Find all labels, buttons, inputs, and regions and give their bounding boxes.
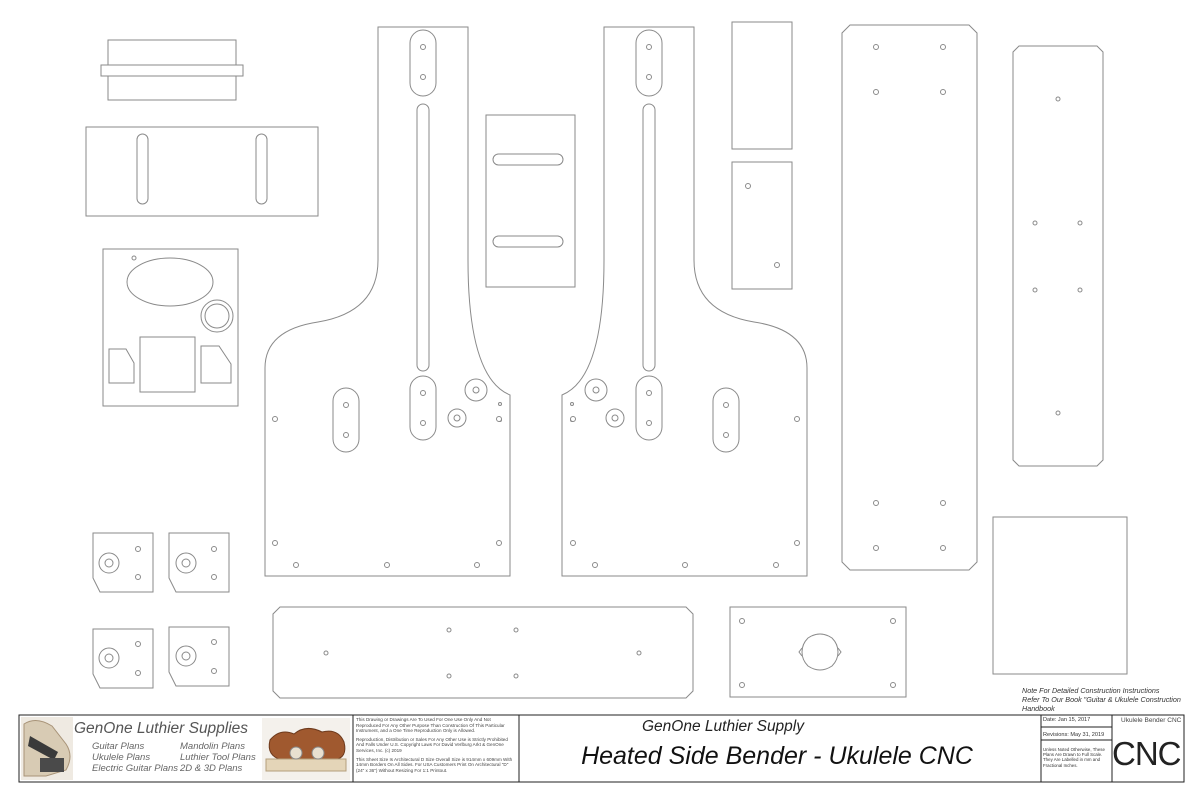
brand-plan-item: Mandolin Plans [180, 741, 245, 752]
drawing-code-label: Ukulele Bender CNC [1121, 717, 1182, 724]
top-bar-part [100, 39, 244, 101]
bender-photo-right [262, 718, 350, 780]
construction-note-line-2: Refer To Our Book "Guitar & Ukulele Cons… [1022, 695, 1181, 704]
bottom-long-plate-part [272, 606, 694, 699]
brand-plan-list-2: Mandolin Plans Luthier Tool Plans 2D & 3… [180, 741, 256, 775]
brand-plan-item: Ukulele Plans [92, 752, 151, 764]
legal-paragraph-3: This Sheet Size Is Architectural D Size … [356, 756, 513, 773]
brand-plan-item: Electric Guitar Plans [92, 763, 179, 775]
slotted-plate-part [85, 126, 319, 217]
long-rail-part [841, 24, 978, 571]
middle-slotted-block-part [485, 114, 576, 288]
control-panel-part [102, 248, 239, 407]
bracket-part-3 [92, 628, 154, 689]
small-block-part-2 [731, 161, 793, 290]
brand-plan-item: Luthier Tool Plans [180, 752, 256, 764]
narrow-rail-part [1012, 45, 1104, 467]
square-plate-part [992, 516, 1128, 675]
cutout-plate-part [729, 606, 907, 698]
bender-photo-left [21, 717, 73, 780]
drawing-date: Date: Jan 15, 2017 [1043, 717, 1091, 723]
right-side-plate-part [561, 26, 808, 577]
brand-block: GenOne Luthier Supplies Guitar Plans Uku… [28, 719, 358, 779]
revision-date: Revisions: May 31, 2019 [1043, 732, 1105, 738]
left-side-plate-part [264, 26, 511, 577]
bracket-part-1 [92, 532, 154, 593]
construction-note-line-3: Handbook [1022, 704, 1055, 713]
units-note: Unless Noted Otherwise, These Plans Are … [1043, 747, 1105, 768]
construction-note-line-1: Note For Detailed Construction Instructi… [1022, 686, 1160, 695]
company-name: GenOne Luthier Supply [642, 718, 804, 735]
legal-paragraph-1: This Drawing or Drawings Are To Used For… [356, 717, 505, 734]
bracket-part-2 [168, 532, 230, 593]
title-block-frame [18, 714, 1185, 783]
legal-notice: This Drawing or Drawings Are To Used For… [356, 717, 516, 776]
brand-plan-list-1: Guitar Plans Ukulele Plans Electric Guit… [92, 741, 178, 775]
brand-plan-item: Guitar Plans [92, 741, 145, 752]
drawing-code: CNC [1112, 735, 1181, 772]
brand-plan-item: 2D & 3D Plans [180, 763, 243, 775]
revision-box: Date: Jan 15, 2017 Revisions: May 31, 20… [1043, 717, 1111, 768]
small-block-part-1 [731, 21, 793, 150]
brand-name: GenOne Luthier Supplies [74, 720, 249, 737]
construction-note: Note For Detailed Construction Instructi… [1022, 686, 1194, 713]
drawing-title: Heated Side Bender - Ukulele CNC [581, 742, 973, 770]
legal-paragraph-2: Reproduction, Distribution or Sales For … [356, 736, 508, 753]
bracket-part-4 [168, 626, 230, 687]
